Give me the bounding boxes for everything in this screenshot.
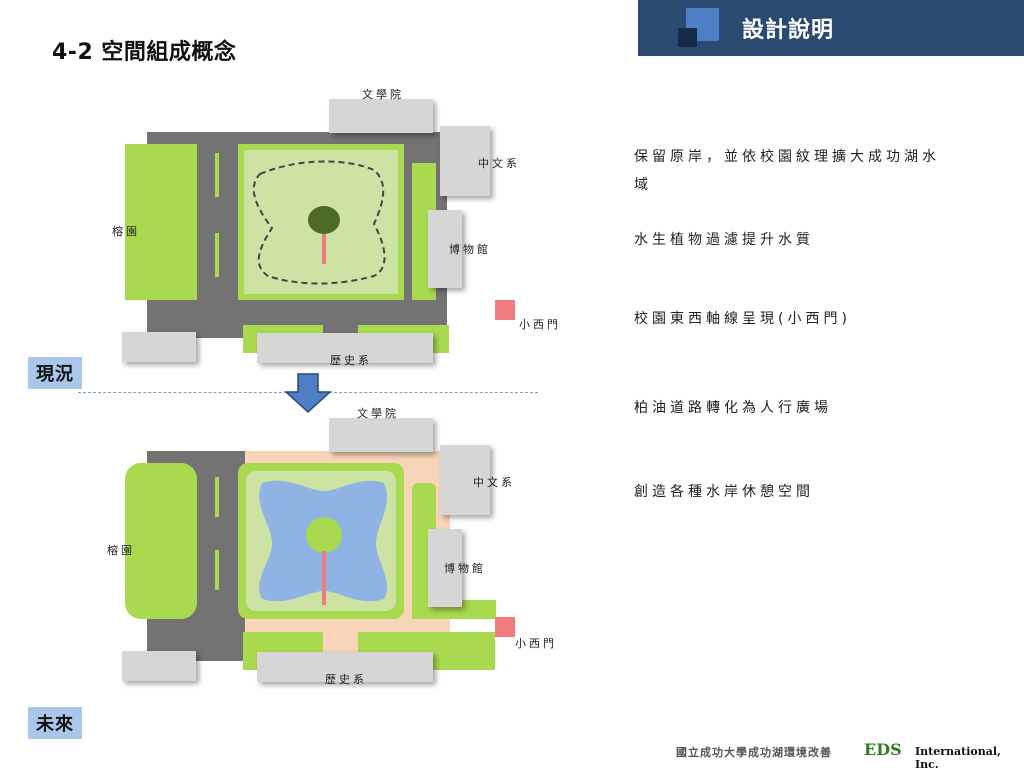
future-label-banyan-garden: 榕園 — [107, 544, 135, 557]
current-island — [308, 206, 340, 234]
description-item: 創造各種水岸休憩空間 — [634, 484, 814, 500]
header-title: 設計說明 — [742, 18, 835, 43]
current-chinese-dept-building — [440, 126, 490, 196]
current-label-west-gate: 小西門 — [519, 318, 561, 331]
future-museum-building — [428, 529, 462, 607]
future-southwest-building — [122, 651, 196, 681]
future-state-tag: 未來 — [28, 707, 82, 739]
footer-company-logo: EDS — [864, 740, 902, 759]
current-history-dept-building — [257, 333, 433, 363]
current-label-history-dept: 歷史系 — [330, 354, 372, 367]
current-museum-building — [428, 210, 462, 288]
current-literature-college-building — [329, 99, 433, 133]
future-label-west-gate: 小西門 — [515, 637, 557, 650]
future-label-museum: 博物館 — [444, 562, 486, 575]
header-bar: 設計說明 — [638, 0, 1024, 56]
future-axis-line — [322, 551, 326, 605]
future-literature-college-building — [329, 418, 433, 452]
description-item: 水生植物過濾提升水質 — [634, 232, 814, 248]
future-lane-mark — [215, 550, 219, 590]
current-banyan-garden-green — [125, 144, 197, 300]
current-southwest-building — [122, 332, 196, 362]
current-axis-line — [322, 234, 326, 264]
down-arrow-icon — [284, 373, 332, 414]
current-label-banyan-garden: 榕園 — [112, 225, 140, 238]
current-diagram: 文學院 中文系 榕園 博物館 小西門 歷史系 — [0, 0, 600, 392]
description-item: 柏油道路轉化為人行廣場 — [634, 400, 832, 416]
future-label-history-dept: 歷史系 — [325, 673, 367, 686]
future-lane-mark — [215, 477, 219, 517]
current-label-literature-college: 文學院 — [362, 88, 404, 101]
future-label-literature-college: 文學院 — [357, 407, 399, 420]
footer-project-name: 國立成功大學成功湖環境改善 — [676, 746, 832, 759]
header-logo-front-square — [678, 28, 697, 47]
description-item: 校園東西軸線呈現(小西門) — [634, 311, 851, 327]
current-label-chinese-dept: 中文系 — [478, 157, 520, 170]
description-item: 保留原岸，並依校園紋理擴大成功湖水域 — [634, 149, 940, 193]
current-lake-svg — [244, 150, 398, 294]
future-banyan-garden-green — [125, 463, 197, 619]
current-state-tag: 現況 — [28, 357, 82, 389]
future-diagram: 文學院 中文系 榕園 博物館 小西門 歷史系 — [0, 395, 600, 695]
current-lane-mark — [215, 233, 219, 277]
future-chinese-dept-building — [440, 445, 490, 515]
future-lake-svg — [246, 471, 396, 611]
future-west-gate-marker — [495, 617, 515, 637]
future-history-dept-building — [257, 652, 433, 682]
future-island — [306, 517, 342, 553]
current-label-museum: 博物館 — [449, 243, 491, 256]
current-west-gate-marker — [495, 300, 515, 320]
footer-company-suffix: International, Inc. — [915, 745, 1001, 771]
current-lake-outline — [252, 160, 386, 285]
future-label-chinese-dept: 中文系 — [473, 476, 515, 489]
page-title: 4-2 空間組成概念 — [52, 40, 237, 65]
current-lane-mark — [215, 153, 219, 197]
